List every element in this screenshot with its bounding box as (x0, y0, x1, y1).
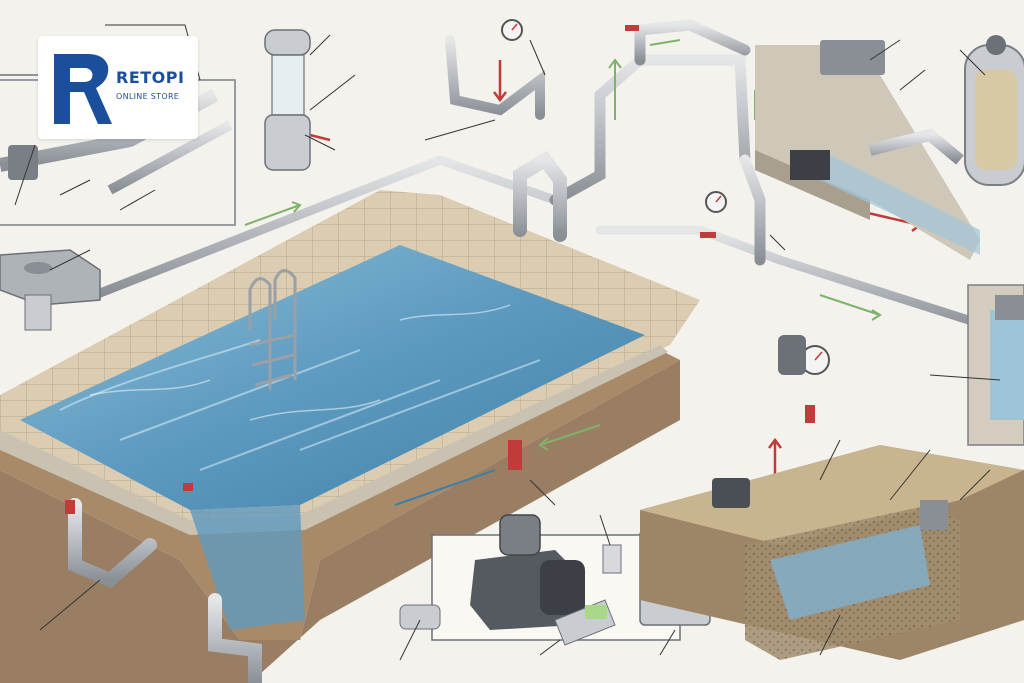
pressure-gauge-icon (501, 19, 830, 375)
control-box-icon (820, 40, 885, 75)
heat-pump-icon (399, 604, 441, 630)
pump-icon (470, 514, 585, 630)
brand-r-mark-icon (54, 54, 112, 124)
pool-ladder-icon (248, 269, 297, 390)
chlorinator-icon (554, 599, 616, 646)
brand-tagline: ONLINE STORE (116, 92, 180, 101)
brand-logo: RETOPI ONLINE STORE (38, 36, 198, 139)
brand-name: RETOPI (116, 68, 185, 87)
valve-icon (790, 150, 830, 180)
skimmer-icon (0, 249, 101, 331)
filter-tank-icon (964, 35, 1024, 186)
